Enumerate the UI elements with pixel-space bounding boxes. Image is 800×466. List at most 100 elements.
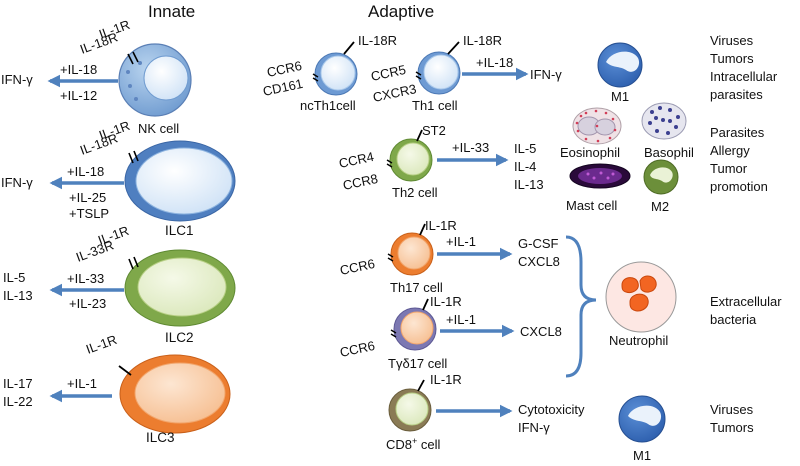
th17-group: IL-1R CCR6 +IL-1 G-CSF CXCL8 Th17 cell — [339, 218, 560, 295]
ilc1-output: IFN-γ — [1, 175, 33, 190]
ilc2-receptor-marks — [128, 256, 139, 270]
nk-signal-1: +IL-18 — [60, 62, 97, 77]
th17-output-2: CXCL8 — [518, 254, 560, 269]
mast-cell-image — [569, 163, 631, 189]
th17-output-1: G-CSF — [518, 236, 559, 251]
ilc1-signal-2: +IL-25 — [69, 190, 106, 205]
th2-receptor-mark — [416, 129, 423, 142]
ilc2-group: IL-1R IL-33R IL-5 IL-13 +IL-33 +IL-23 IL… — [3, 223, 236, 345]
ilc2-output-2: IL-13 — [3, 288, 33, 303]
th17-receptor-mark — [419, 223, 426, 236]
th17-receptor: IL-1R — [425, 218, 457, 233]
th1-marker-1: CCR5 — [370, 62, 408, 84]
th2-marker-marks — [386, 159, 393, 168]
target-1-line-4: parasites — [710, 87, 763, 102]
mast-cell-label: Mast cell — [566, 198, 617, 213]
ilc3-receptor-mark — [118, 365, 132, 376]
tgd17-signal: +IL-1 — [446, 312, 476, 327]
th2-marker-2: CCR8 — [342, 171, 380, 193]
th2-signal: +IL-33 — [452, 140, 489, 155]
th17-name: Th17 cell — [390, 280, 443, 295]
neutrophil-image — [605, 261, 677, 333]
ilc2-signal-2: +IL-23 — [69, 296, 106, 311]
th1-name: Th1 cell — [412, 98, 458, 113]
innate-heading: Innate — [148, 2, 195, 21]
nk-signal-2: +IL-12 — [60, 88, 97, 103]
eosinophil-image — [572, 107, 622, 145]
ilc3-output-1: IL-17 — [3, 376, 33, 391]
th2-receptor: ST2 — [422, 123, 446, 138]
cd8-name-suffix: cell — [417, 437, 440, 452]
neutrophil-label: Neutrophil — [609, 333, 668, 348]
ilc1-group: IL-1R IL-18R IFN-γ +IL-18 +IL-25 +TSLP I… — [1, 118, 236, 238]
nk-granules — [126, 61, 142, 101]
th1-group: IL-18R CCR5 CXCR3 +IL-18 IFN-γ Th1 cell — [370, 33, 563, 113]
ilc1-receptor-marks — [128, 150, 139, 164]
nk-cell-nucleus — [143, 55, 189, 101]
ilc3-name: ILC3 — [146, 430, 175, 445]
target-3-line-1: Extracellular — [710, 294, 782, 309]
tgd17-marker-marks — [390, 329, 397, 338]
cd8-receptor-mark — [417, 379, 425, 392]
tgd17-group: IL-1R CCR6 +IL-1 CXCL8 Tγδ17 cell — [339, 294, 562, 371]
ncth1-receptor-mark — [343, 41, 355, 55]
th17-marker-marks — [387, 253, 394, 262]
cd8-name-base: CD8 — [386, 437, 412, 452]
tgd17-output: CXCL8 — [520, 324, 562, 339]
target-2-line-1: Parasites — [710, 125, 765, 140]
eosinophil-label: Eosinophil — [560, 145, 620, 160]
target-4-line-2: Tumors — [710, 420, 754, 435]
nk-cell-name: NK cell — [138, 121, 179, 136]
ilc3-signal: +IL-1 — [67, 376, 97, 391]
th2-output-2: IL-4 — [514, 159, 536, 174]
tgd17-name: Tγδ17 cell — [388, 356, 447, 371]
th1-marker-marks — [415, 71, 422, 80]
th17-cell-nucleus — [397, 236, 431, 270]
target-4-line-1: Viruses — [710, 402, 754, 417]
basophil-image — [641, 102, 687, 140]
ilc2-cell-nucleus — [137, 257, 227, 317]
ncth1-name: ncTh1cell — [300, 98, 356, 113]
cd8-cell-nucleus — [395, 392, 429, 426]
ilc2-output-1: IL-5 — [3, 270, 25, 285]
th1-receptor-mark — [447, 41, 460, 55]
th2-name: Th2 cell — [392, 185, 438, 200]
ncth1-marker-marks — [312, 73, 319, 82]
target-2-line-3: Tumor — [710, 161, 748, 176]
adaptive-heading: Adaptive — [368, 2, 434, 21]
th2-output-3: IL-13 — [514, 177, 544, 192]
basophil-label: Basophil — [644, 145, 694, 160]
cd8-receptor: IL-1R — [430, 372, 462, 387]
bracket — [565, 235, 597, 378]
m2-macrophage — [643, 159, 679, 195]
ilc2-signal-1: +IL-33 — [67, 271, 104, 286]
target-3-line-2: bacteria — [710, 312, 757, 327]
m1-top-label: M1 — [611, 89, 629, 104]
ilc3-cell-nucleus — [134, 362, 226, 424]
target-2-line-4: promotion — [710, 179, 768, 194]
ncth1-receptor: IL-18R — [358, 33, 397, 48]
ncth1-cell-nucleus — [320, 55, 356, 91]
ilc3-group: IL-1R IL-17 IL-22 +IL-1 ILC3 — [3, 332, 231, 445]
th2-output-1: IL-5 — [514, 141, 536, 156]
tgd17-cell-nucleus — [400, 311, 434, 345]
ilc2-receptor-2: IL-33R — [74, 237, 116, 264]
nk-cell-group: IL-1R IL-18R IFN-γ +IL-18 +IL-12 NK cell — [1, 17, 192, 136]
th17-marker: CCR6 — [339, 256, 377, 278]
target-2-line-2: Allergy — [710, 143, 750, 158]
th1-signal: +IL-18 — [476, 55, 513, 70]
m1-bottom-label: M1 — [633, 448, 651, 463]
ilc1-name: ILC1 — [165, 223, 194, 238]
ilc2-name: ILC2 — [165, 330, 194, 345]
ilc3-output-2: IL-22 — [3, 394, 33, 409]
m1-bottom-macrophage — [618, 395, 666, 443]
th1-receptor: IL-18R — [463, 33, 502, 48]
cd8-name: CD8+ cell — [386, 436, 441, 452]
ilc1-signal-1: +IL-18 — [67, 164, 104, 179]
tgd17-receptor-mark — [422, 298, 429, 311]
tgd17-receptor: IL-1R — [430, 294, 462, 309]
cd8-output-1: Cytotoxicity — [518, 402, 585, 417]
m2-label: M2 — [651, 199, 669, 214]
ilc1-signal-3: +TSLP — [69, 206, 109, 221]
